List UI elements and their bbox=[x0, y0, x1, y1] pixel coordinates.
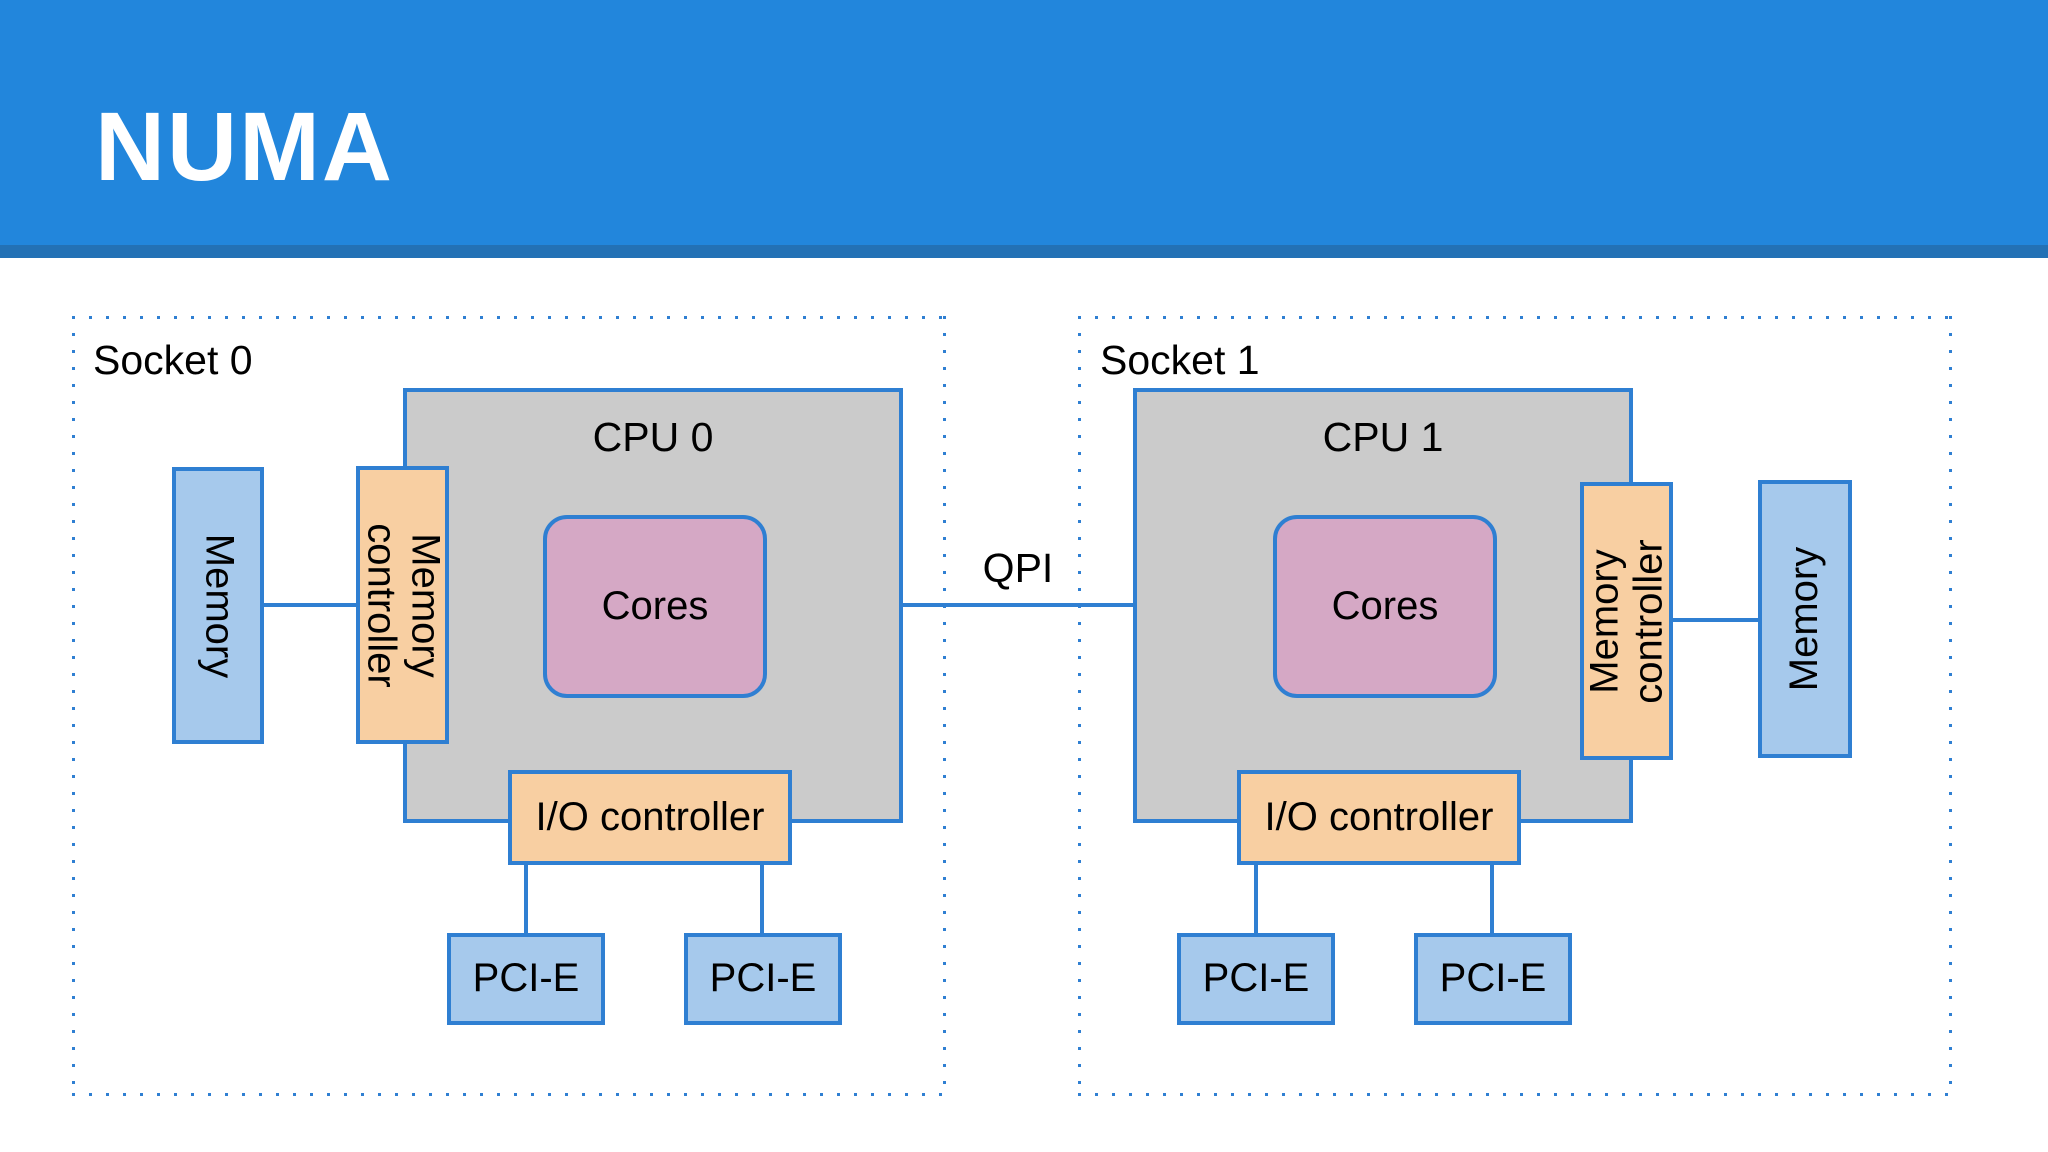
io-controller1-box: I/O controller bbox=[1237, 770, 1521, 865]
pcie0-left-box: PCI-E bbox=[447, 933, 605, 1025]
memory1-box bbox=[1758, 480, 1852, 758]
pcie1-left-box: PCI-E bbox=[1177, 933, 1335, 1025]
io-to-pcie-line-socket1-left bbox=[1254, 862, 1258, 935]
header-banner-strip bbox=[0, 245, 2048, 258]
memory-controller0-box bbox=[356, 466, 449, 744]
qpi-line bbox=[901, 603, 1135, 607]
cores0-box: Cores bbox=[543, 515, 767, 698]
cores1-box: Cores bbox=[1273, 515, 1497, 698]
socket1-label: Socket 1 bbox=[1100, 337, 1260, 383]
io-to-pcie-line-socket0-left bbox=[524, 862, 528, 935]
cpu0-box: CPU 0 bbox=[403, 388, 903, 823]
cpu0-label: CPU 0 bbox=[592, 414, 714, 460]
memory-controller1-label: Memory controller bbox=[1582, 539, 1670, 704]
qpi-label: QPI bbox=[982, 545, 1054, 591]
memory-controller0-label: Memory controller bbox=[360, 523, 448, 688]
memory-to-controller-line-socket0 bbox=[262, 603, 358, 607]
pcie0-right-box: PCI-E bbox=[684, 933, 842, 1025]
header-banner bbox=[0, 0, 2048, 245]
memory1-label: Memory bbox=[1782, 546, 1827, 692]
cpu1-label: CPU 1 bbox=[1322, 414, 1444, 460]
memory-controller1-box bbox=[1580, 482, 1673, 760]
memory-to-controller-line-socket1 bbox=[1671, 618, 1760, 622]
slide-title: NUMA bbox=[95, 92, 394, 201]
io-controller0-box: I/O controller bbox=[508, 770, 792, 865]
io-to-pcie-line-socket1-right bbox=[1490, 862, 1494, 935]
pcie1-right-box: PCI-E bbox=[1414, 933, 1572, 1025]
memory0-label: Memory bbox=[197, 533, 242, 679]
memory0-box bbox=[172, 467, 264, 744]
io-to-pcie-line-socket0-right bbox=[760, 862, 764, 935]
socket0-label: Socket 0 bbox=[93, 337, 253, 383]
